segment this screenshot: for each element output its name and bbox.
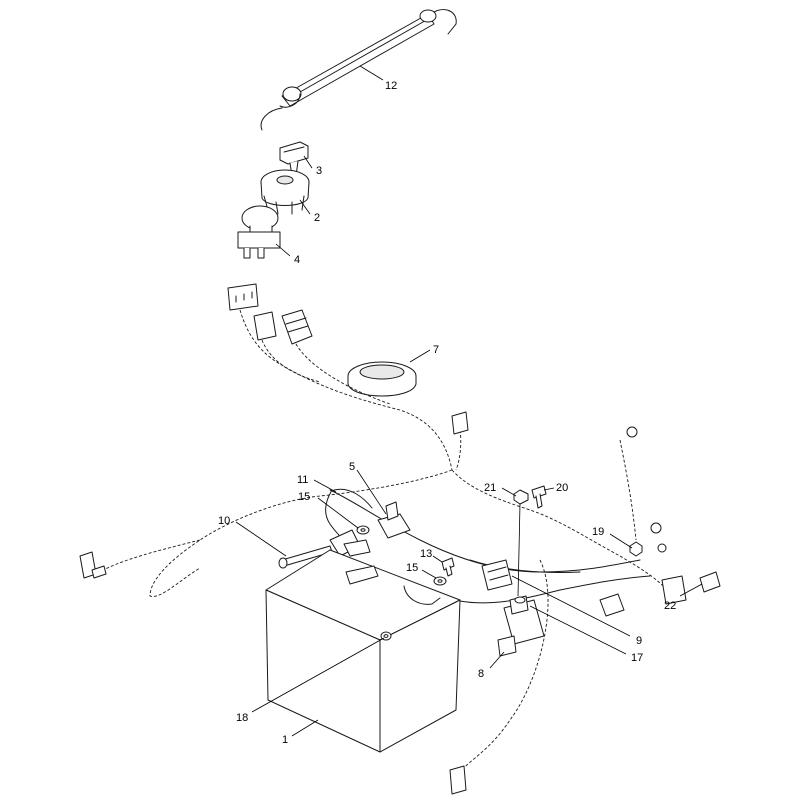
callout-4: 4 bbox=[294, 254, 300, 266]
callout-12: 12 bbox=[385, 80, 397, 92]
battery-part bbox=[265, 549, 461, 753]
harness-plug-part bbox=[481, 559, 513, 591]
leader-12 bbox=[359, 65, 384, 81]
callout-11: 11 bbox=[297, 474, 308, 486]
callout-1: 1 bbox=[282, 734, 288, 746]
callout-5: 5 bbox=[349, 461, 355, 473]
hex-nut-part bbox=[629, 541, 643, 557]
ring-terminal-part bbox=[626, 426, 667, 553]
leader-lines bbox=[235, 65, 703, 737]
leader-13 bbox=[432, 555, 443, 563]
callout-20: 20 bbox=[556, 482, 568, 494]
callout-7: 7 bbox=[433, 344, 439, 356]
starter-relay-part bbox=[377, 501, 411, 539]
leader-7 bbox=[409, 349, 431, 363]
callout-18: 18 bbox=[236, 712, 248, 724]
screw-part bbox=[531, 485, 547, 509]
leader-17 bbox=[529, 605, 627, 655]
harness-connectors-part bbox=[227, 283, 313, 345]
leader-22 bbox=[679, 583, 703, 597]
bottom-connector-part bbox=[449, 765, 467, 795]
callout-21: 21 bbox=[484, 482, 496, 494]
leader-11 bbox=[313, 479, 337, 493]
leader-21 bbox=[501, 487, 517, 497]
leader-3 bbox=[303, 155, 313, 169]
leader-9 bbox=[511, 575, 631, 637]
leader-15a bbox=[317, 497, 359, 529]
leader-2 bbox=[299, 199, 311, 215]
small-bolt-part bbox=[441, 557, 455, 577]
washer-part-lower bbox=[433, 576, 447, 586]
left-connector-part bbox=[79, 551, 107, 579]
nut-part bbox=[513, 489, 529, 505]
leader-8 bbox=[489, 651, 505, 669]
ignition-switch-part bbox=[260, 169, 310, 215]
cable-lug-part bbox=[329, 529, 371, 557]
terminal-washer-part bbox=[383, 634, 389, 638]
mounting-bolt-part bbox=[699, 571, 721, 593]
callout-9: 9 bbox=[636, 635, 642, 647]
leader-4 bbox=[275, 243, 291, 257]
leader-5 bbox=[356, 469, 387, 515]
callout-8: 8 bbox=[478, 668, 484, 680]
callout-3: 3 bbox=[316, 165, 322, 177]
strap-part bbox=[260, 9, 457, 131]
callout-15a: 15 bbox=[298, 491, 310, 503]
leader-15b bbox=[421, 569, 437, 579]
right-connector-part bbox=[599, 575, 687, 617]
callout-17: 17 bbox=[631, 652, 643, 664]
callout-labels: 12 3 2 4 7 11 5 15 10 21 20 19 13 15 22 … bbox=[218, 80, 676, 746]
callout-15b: 15 bbox=[406, 562, 418, 574]
leader-10 bbox=[235, 521, 287, 557]
washer-part-top bbox=[356, 525, 370, 535]
leader-20 bbox=[543, 487, 555, 491]
callout-22: 22 bbox=[664, 600, 676, 612]
solenoid-part bbox=[497, 595, 545, 657]
callout-13: 13 bbox=[420, 548, 432, 560]
callout-19: 19 bbox=[592, 526, 604, 538]
pto-switch-part bbox=[237, 205, 281, 259]
seat-pad-part bbox=[347, 361, 417, 397]
leader-1 bbox=[291, 719, 319, 737]
leader-19 bbox=[609, 533, 633, 549]
leader-18 bbox=[251, 637, 385, 713]
leader-vert bbox=[517, 503, 521, 597]
ignition-key-part bbox=[279, 141, 309, 177]
top-connector-part bbox=[451, 411, 469, 435]
callout-2: 2 bbox=[314, 212, 320, 224]
callout-10: 10 bbox=[218, 515, 230, 527]
